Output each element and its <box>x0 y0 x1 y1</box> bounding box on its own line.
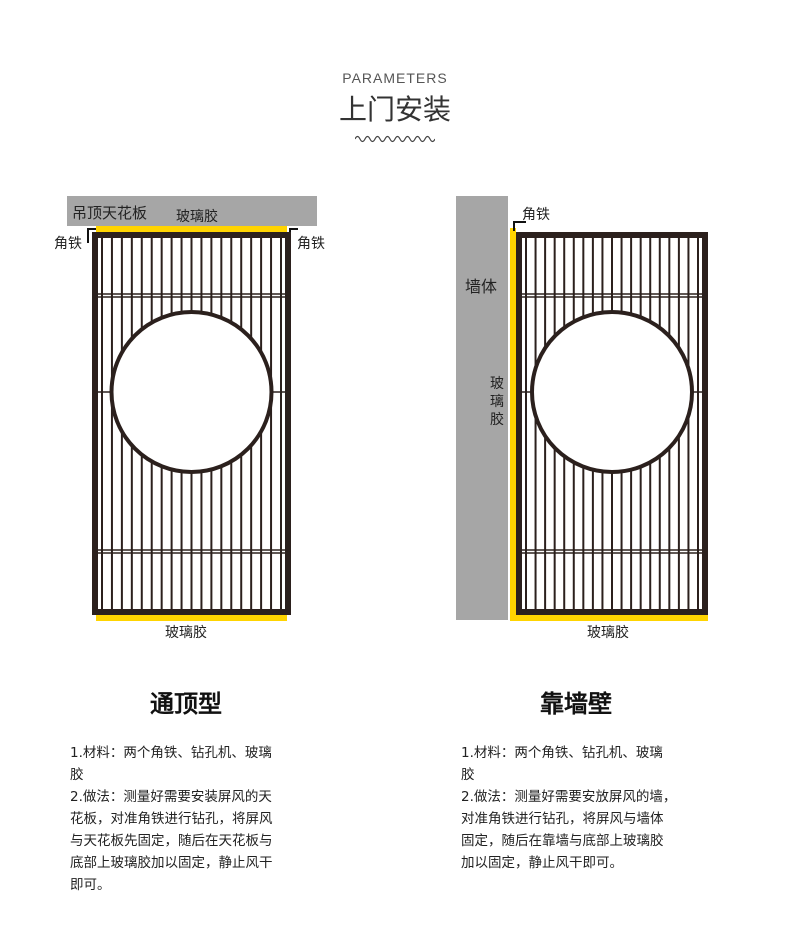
angle-iron-icon <box>513 221 526 231</box>
glue-strip-top <box>96 226 287 232</box>
page-title: 上门安装 <box>338 93 451 126</box>
ceiling-board <box>67 196 317 226</box>
wall-block <box>456 196 508 620</box>
ceiling-label: 吊顶天花板 <box>72 204 148 222</box>
glue-strip-bottom-right <box>510 615 708 621</box>
glue-bottom-label-left: 玻璃胶 <box>165 625 207 641</box>
glue-top-label: 玻璃胶 <box>176 209 218 225</box>
screen-frame <box>92 232 291 615</box>
caption-right: 靠墙壁 <box>540 690 612 718</box>
description-left: 1.材料：两个角铁、钻孔机、玻璃 胶 2.做法：测量好需要安装屏风的天 花板，对… <box>70 745 273 893</box>
section-eyebrow: PARAMETERS <box>342 70 448 86</box>
caption-left: 通顶型 <box>150 690 222 718</box>
glue-bottom-label-right: 玻璃胶 <box>587 625 629 641</box>
angle-iron-left-icon <box>87 228 96 243</box>
moon-gate-circle <box>109 310 274 474</box>
wave-divider <box>355 135 435 143</box>
screen-panel-right <box>516 232 708 615</box>
angle-label-right: 角铁 <box>522 207 550 223</box>
glue-side-label: 玻 璃 胶 <box>490 376 504 428</box>
glue-strip-side <box>510 228 516 620</box>
glue-strip-bottom <box>96 615 287 621</box>
description-right: 1.材料：两个角铁、钻孔机、玻璃 胶 2.做法：测量好需要安放屏风的墙， 对准角… <box>461 745 677 871</box>
screen-frame <box>516 232 708 615</box>
angle-right-label: 角铁 <box>297 236 325 252</box>
angle-left-label: 角铁 <box>54 236 82 252</box>
wall-label: 墙体 <box>465 277 498 296</box>
moon-gate-circle <box>530 310 694 474</box>
screen-panel-left <box>92 232 291 615</box>
